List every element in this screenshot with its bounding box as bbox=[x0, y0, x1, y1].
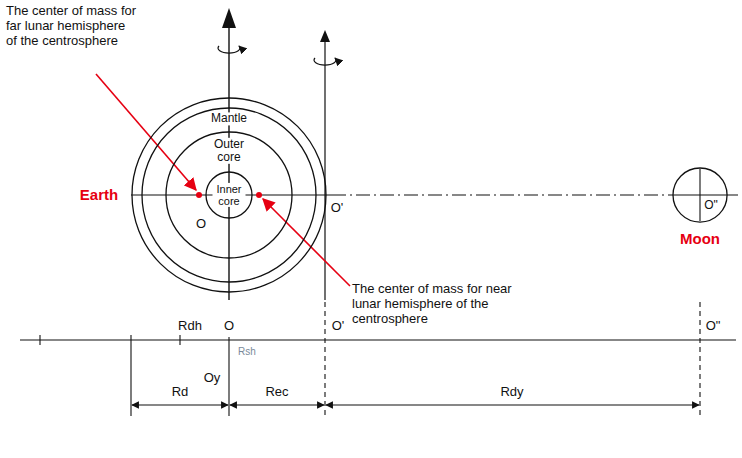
point-label: O bbox=[196, 217, 206, 232]
point-label: O' bbox=[332, 319, 345, 334]
planet-name: Moon bbox=[680, 231, 720, 248]
center-of-mass-dot bbox=[196, 192, 202, 198]
dimension-arrow bbox=[230, 404, 324, 405]
rotation-arrow bbox=[314, 58, 336, 65]
outer-core-circle: Outer coreInner core bbox=[165, 131, 293, 259]
axis-arrowhead bbox=[320, 30, 330, 42]
center-of-mass-dot bbox=[256, 192, 262, 198]
dimension-label: Rd bbox=[172, 385, 189, 400]
planet-name: Earth bbox=[80, 187, 118, 204]
leader-arrow bbox=[96, 74, 196, 190]
moon-axis-line bbox=[699, 169, 700, 221]
dimension-label: Rdh bbox=[178, 319, 202, 334]
extension-line bbox=[324, 302, 325, 416]
circle-outline bbox=[142, 108, 316, 282]
layer-name: Outer core bbox=[209, 138, 249, 164]
callout-text: The center of mass for far lunar hemisph… bbox=[6, 4, 138, 49]
circle-outline bbox=[166, 132, 292, 258]
dimension-tick bbox=[179, 335, 180, 345]
dimension-line bbox=[20, 339, 736, 340]
dimension-arrow bbox=[132, 404, 228, 405]
circle-outline bbox=[206, 172, 252, 218]
axis-arrowhead bbox=[222, 8, 236, 28]
circle-outline bbox=[672, 167, 728, 223]
extension-line bbox=[228, 337, 229, 416]
point-label: O' bbox=[331, 201, 344, 216]
point-label: O" bbox=[706, 319, 721, 334]
moon-axis-line bbox=[674, 194, 738, 195]
dimension-tick bbox=[39, 335, 40, 345]
dimension-arrow bbox=[326, 404, 699, 405]
layer-name: Inner core bbox=[213, 183, 246, 207]
dimension-label: Rec bbox=[265, 385, 288, 400]
leader-arrow bbox=[263, 199, 350, 286]
mantle-circle: MantleOuter coreInner core bbox=[141, 107, 317, 283]
inner-core-circle: Inner core bbox=[205, 171, 253, 219]
earth-circle: EarthMantleOuter coreInner core bbox=[131, 97, 327, 293]
circle-outline bbox=[132, 98, 326, 292]
point-label: Oy bbox=[204, 371, 221, 386]
dimension-label: Rsh bbox=[238, 346, 256, 358]
circle-outline bbox=[673, 168, 727, 222]
point-label: O bbox=[224, 319, 234, 334]
layer-name: Mantle bbox=[210, 112, 248, 125]
callout-text: The center of mass for near lunar hemisp… bbox=[352, 282, 544, 327]
center-label: O" bbox=[704, 199, 718, 212]
extension-line bbox=[130, 335, 131, 416]
dimension-label: Rdy bbox=[500, 385, 523, 400]
moon-circle: O"Moon bbox=[672, 167, 728, 223]
extension-line bbox=[699, 302, 700, 416]
rotation-arrow bbox=[218, 46, 240, 53]
earth-moon-line bbox=[332, 194, 674, 195]
